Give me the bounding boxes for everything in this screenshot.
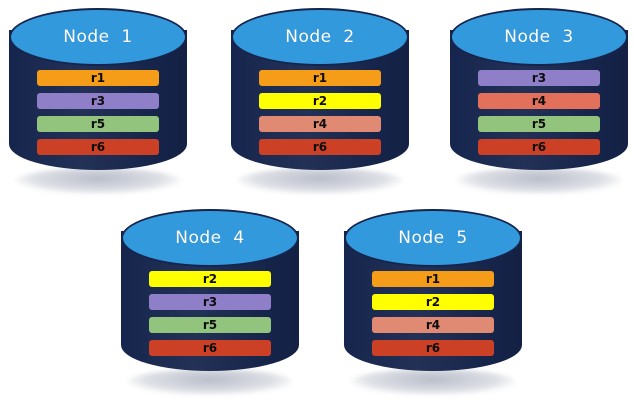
database-node-3[interactable]: Node 3 r3 r4 r5 r6	[450, 8, 628, 194]
cylinder-shadow	[456, 168, 622, 194]
cylinder-top-ellipse	[121, 209, 299, 267]
replica-bar-r4[interactable]: r4	[259, 116, 381, 132]
replica-list: r1 r3 r5 r6	[37, 70, 159, 155]
replica-bar-r1[interactable]: r1	[259, 70, 381, 86]
replica-bar-r2[interactable]: r2	[372, 294, 494, 310]
cylinder-top-ellipse	[9, 8, 187, 66]
replica-bar-r4[interactable]: r4	[372, 317, 494, 333]
replica-bar-r2[interactable]: r2	[149, 271, 271, 287]
replica-bar-r3[interactable]: r3	[478, 70, 600, 86]
replica-list: r3 r4 r5 r6	[478, 70, 600, 155]
replica-bar-r6[interactable]: r6	[372, 340, 494, 356]
database-node-1[interactable]: Node 1 r1 r3 r5 r6	[9, 8, 187, 194]
replica-bar-r4[interactable]: r4	[478, 93, 600, 109]
cylinder-top-ellipse	[450, 8, 628, 66]
replica-list: r1 r2 r4 r6	[259, 70, 381, 155]
replica-bar-r1[interactable]: r1	[372, 271, 494, 287]
cylinder-shadow	[15, 168, 181, 194]
replica-bar-r6[interactable]: r6	[259, 139, 381, 155]
node-label: Node 1	[63, 27, 133, 47]
replica-bar-r6[interactable]: r6	[149, 340, 271, 356]
replica-bar-r6[interactable]: r6	[478, 139, 600, 155]
node-label: Node 5	[398, 228, 468, 248]
cylinder-top-ellipse	[344, 209, 522, 267]
node-label: Node 4	[175, 228, 245, 248]
cylinder-shadow	[237, 168, 403, 194]
replica-bar-r5[interactable]: r5	[149, 317, 271, 333]
replica-bar-r2[interactable]: r2	[259, 93, 381, 109]
replica-bar-r5[interactable]: r5	[37, 116, 159, 132]
replica-bar-r1[interactable]: r1	[37, 70, 159, 86]
node-label: Node 3	[504, 27, 574, 47]
cylinder-shadow	[127, 369, 293, 395]
replica-list: r2 r3 r5 r6	[149, 271, 271, 356]
replica-list: r1 r2 r4 r6	[372, 271, 494, 356]
cylinder-top-ellipse	[231, 8, 409, 66]
database-node-4[interactable]: Node 4 r2 r3 r5 r6	[121, 209, 299, 395]
cylinder-shadow	[350, 369, 516, 395]
database-node-5[interactable]: Node 5 r1 r2 r4 r6	[344, 209, 522, 395]
replica-bar-r3[interactable]: r3	[149, 294, 271, 310]
database-node-2[interactable]: Node 2 r1 r2 r4 r6	[231, 8, 409, 194]
node-label: Node 2	[285, 27, 355, 47]
replica-bar-r3[interactable]: r3	[37, 93, 159, 109]
replica-bar-r5[interactable]: r5	[478, 116, 600, 132]
replica-bar-r6[interactable]: r6	[37, 139, 159, 155]
